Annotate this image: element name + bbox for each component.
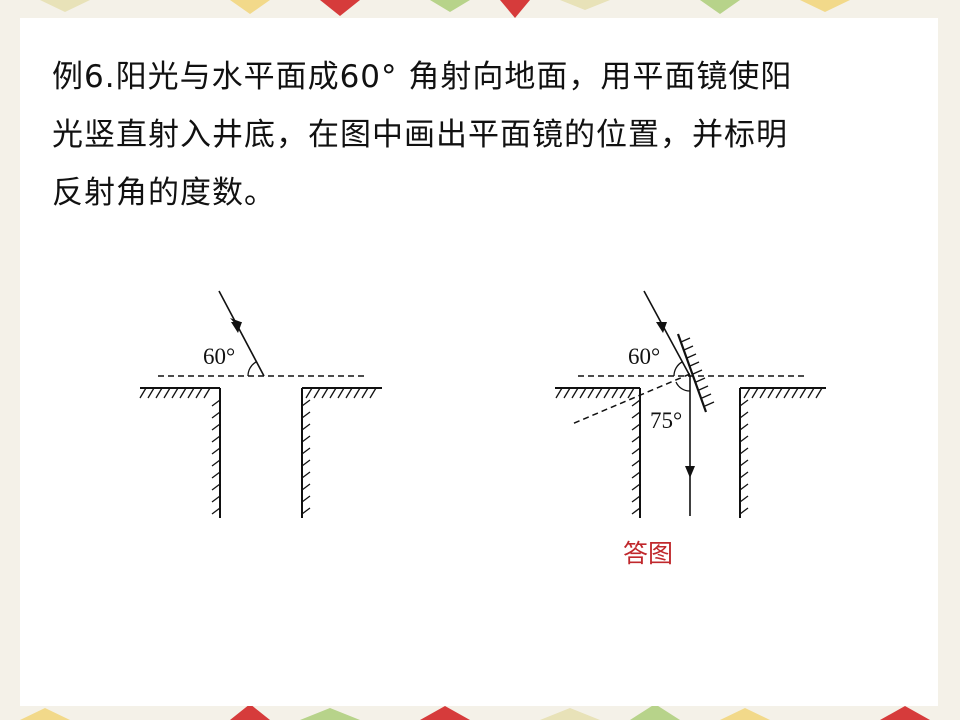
problem-line-3: 反射角的度数。 [52,175,276,211]
top-border-shapes [40,0,850,18]
answer-incident-ray [643,290,691,377]
answer-figure: 60° 75° [555,290,826,518]
slide-canvas [20,18,938,706]
angle-label: 60° [203,344,235,369]
angle-arc [247,361,257,377]
answer-incident-angle-label: 60° [628,344,660,369]
plane-mirror-hatch [680,337,715,407]
problem-line-2: 光竖直射入井底，在图中画出平面镜的位置，并标明 [52,117,788,153]
plane-mirror [676,333,708,413]
problem-text: 例6.阳光与水平面成60° 角射向地面，用平面镜使阳 光竖直射入井底，在图中画出… [52,48,932,222]
problem-line-1: 例6.阳光与水平面成60° 角射向地面，用平面镜使阳 [52,59,793,95]
incident-ray [218,290,265,377]
answer-normal-dashed [571,373,691,425]
answer-well-left-wall-hatch [631,399,641,515]
ground-left-hatch [139,387,211,399]
question-figure: 60° [139,290,382,518]
answer-ground-left-hatch [555,387,635,399]
answer-incident-angle-arc [673,361,683,377]
ground-right-hatch [305,387,377,399]
answer-ground-right-hatch [743,387,823,399]
answer-reflection-angle-label: 75° [650,408,682,433]
answer-figure-caption: 答图 [623,539,673,568]
well-left-wall-hatch [211,399,221,515]
answer-incident-arrow [656,322,667,333]
reflected-ray-arrow [685,466,695,478]
well-right-wall-hatch [301,399,311,515]
bottom-border-shapes [20,704,930,720]
answer-reflection-angle-arc [675,381,691,392]
answer-well-right-wall-hatch [739,399,749,515]
